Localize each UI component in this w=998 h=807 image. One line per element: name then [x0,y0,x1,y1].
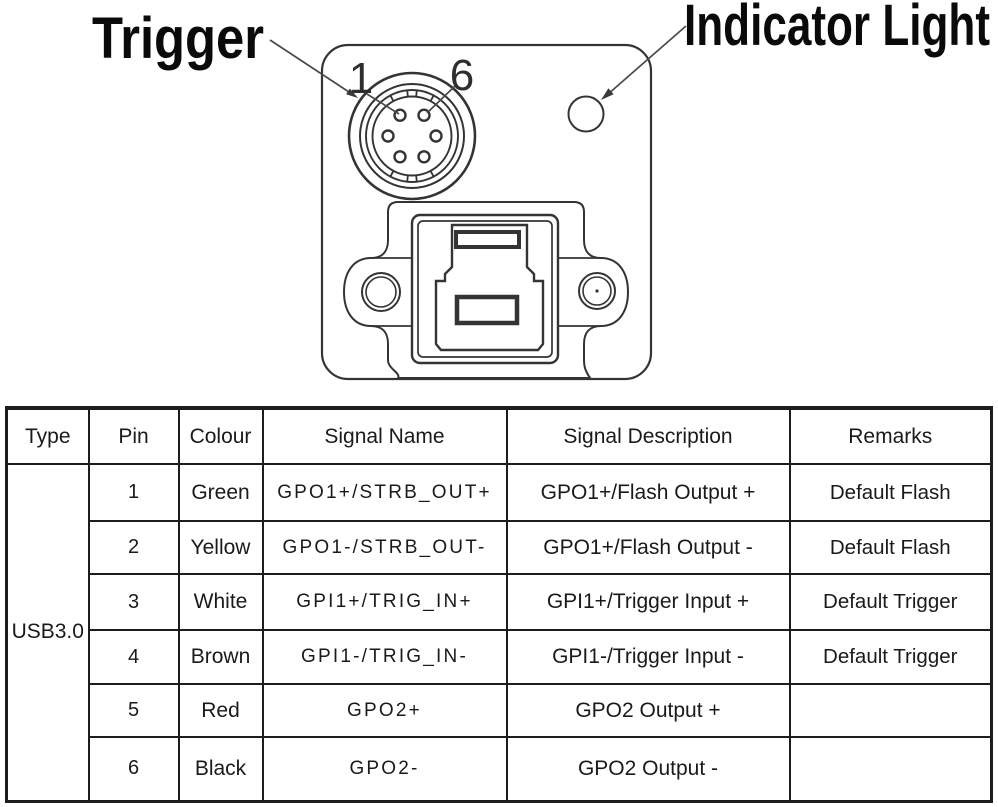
header-remarks: Remarks [788,407,993,465]
usb-port [410,213,560,365]
trigger-arrowhead-icon [346,88,358,98]
indicator-light-label: Indicator Light [684,0,990,58]
annotation-leaders [269,25,687,115]
cell-type-usb30: USB3.0 [5,463,90,802]
header-colour: Colour [177,407,264,465]
header-type: Type [5,407,90,465]
cell-signal-name: GPO2+ [261,683,508,738]
table-row: 2 Yellow GPO1-/STRB_OUT- GPO1+/Flash Out… [7,520,993,575]
header-signal-description: Signal Description [505,407,791,465]
right-screw-center-dot [595,289,599,293]
connector-ring-inner [371,95,453,177]
pin-assignment-table: Type Pin Colour Signal Name Signal Descr… [5,406,993,803]
table-row: USB3.0 1 Green GPO1+/STRB_OUT+ GPO1+/Fla… [5,463,993,802]
usb-top-slot [454,230,521,249]
connector-pins [381,108,443,164]
cell-remarks: Default Flash [788,520,993,575]
cell-signal-description: GPO2 Output + [505,683,791,738]
indicator-arrowhead-icon [601,88,614,100]
pin-1 [393,108,407,122]
pin-4 [417,150,431,164]
connector-key-ticks [389,90,435,182]
trigger-connector [347,71,477,201]
right-screw-hole-outer [578,272,616,310]
cell-signal-description: GPO2 Output - [505,736,791,802]
trigger-label: Trigger [92,6,264,71]
cell-colour: White [177,573,264,631]
cell-colour: Yellow [177,520,264,575]
indicator-leader-line [606,25,687,96]
pin-6 [417,108,431,122]
connector-ring-3 [365,89,459,183]
table-row: 4 Brown GPI1-/TRIG_IN- GPI1-/Trigger Inp… [7,629,993,685]
cell-colour: Black [177,736,264,802]
pin6-leader-line [426,85,456,114]
usb-bottom-slot [454,294,520,326]
cell-colour: Green [177,463,264,522]
cell-remarks: Default Trigger [788,629,993,685]
cell-remarks: Default Flash [788,463,993,522]
cell-pin: 2 [87,520,180,575]
cell-pin: 4 [87,629,180,685]
cell-signal-name: GPO1-/STRB_OUT- [261,520,508,575]
cell-signal-description: GPO1+/Flash Output - [505,520,791,575]
pin1-number-label: 1 [349,54,373,103]
cell-remarks [788,736,993,802]
cell-colour: Brown [177,629,264,685]
pin-5 [429,129,443,143]
cell-signal-description: GPO1+/Flash Output + [505,463,791,522]
table-row: 3 White GPI1+/TRIG_IN+ GPI1+/Trigger Inp… [7,573,993,631]
cell-pin: 1 [87,463,180,522]
header-pin: Pin [87,407,180,465]
cell-remarks: Default Trigger [788,573,993,631]
header-signal-name: Signal Name [261,407,508,465]
cell-pin: 3 [87,573,180,631]
cell-signal-name: GPO1+/STRB_OUT+ [261,463,508,522]
cell-pin: 6 [87,736,180,802]
connector-ring-2 [359,83,465,189]
left-screw-hole-inner [365,276,397,308]
left-screw-hole-outer [361,272,401,312]
table-row: 6 Black GPO2- GPO2 Output - [7,736,993,802]
cell-signal-name: GPI1+/TRIG_IN+ [261,573,508,631]
cell-colour: Red [177,683,264,738]
cell-signal-description: GPI1-/Trigger Input - [505,629,791,685]
right-screw-hole-inner [582,276,612,306]
header-row: Type Pin Colour Signal Name Signal Descr… [5,407,993,465]
cell-remarks [788,683,993,738]
pin-2 [381,129,395,143]
cell-signal-description: GPI1+/Trigger Input + [505,573,791,631]
camera-back-panel-diagram: Trigger Indicator Light 1 6 [92,0,990,381]
usb-port-inner-frame [417,220,553,358]
cell-pin: 5 [87,683,180,738]
pin1-leader-line [366,93,400,115]
indicator-light-circle [567,95,605,133]
cell-signal-name: GPI1-/TRIG_IN- [261,629,508,685]
cell-signal-name: GPO2- [261,736,508,802]
connector-ring-outer [347,71,477,201]
flange-ear-edge-lines [372,257,600,327]
usb-b-plug-profile [434,223,545,352]
pin6-number-label: 6 [450,51,474,100]
usb-port-outer-frame [410,213,560,365]
trigger-leader-line [269,39,353,95]
pin-3 [393,150,407,164]
table-row: 5 Red GPO2+ GPO2 Output + [7,683,993,738]
